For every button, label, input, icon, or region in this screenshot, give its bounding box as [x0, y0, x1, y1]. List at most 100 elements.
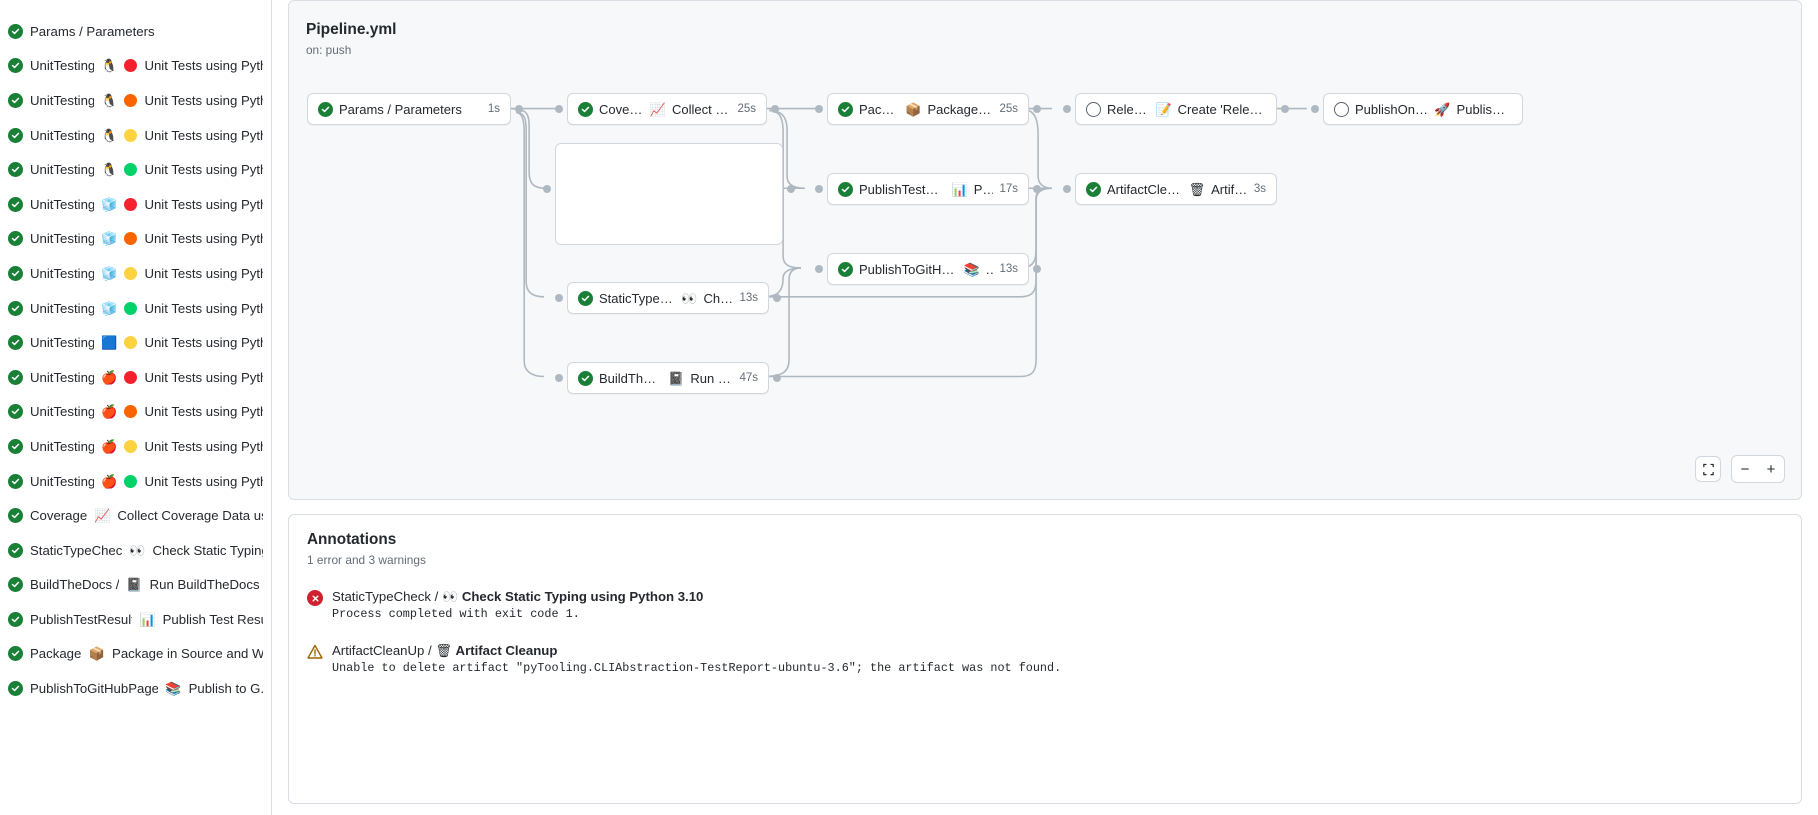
zoom-in-button[interactable]: +: [1766, 460, 1776, 478]
warning-icon: [307, 644, 323, 660]
sidebar-item-16[interactable]: BuildTheDocs /📓Run BuildTheDocs: [0, 568, 271, 603]
sidebar-item-step: Unit Tests using Pyth...: [144, 265, 263, 281]
status-success-icon: [8, 231, 23, 247]
sidebar-item-step: Check Static Typing...: [152, 542, 263, 558]
graph-node-artifact[interactable]: ArtifactCleanUp /🗑Artifac...3s: [1075, 173, 1277, 205]
apple-icon: 🍎: [101, 404, 118, 420]
sidebar-item-label: UnitTesting /: [30, 473, 95, 489]
sidebar-item-step: Unit Tests using Pyth...: [144, 369, 263, 385]
graph-node-step-name: Pu...: [973, 181, 994, 197]
workflow-graph-card: Pipeline.yml on: push: [288, 0, 1802, 500]
sidebar-item-step: Unit Tests using Pyth...: [144, 162, 263, 178]
node-emoji-icon: 📝: [1155, 101, 1172, 117]
graph-node-coverage[interactable]: Coverage /📈Collect Cove...25s: [567, 93, 767, 125]
graph-node-statictype[interactable]: StaticTypeCheck /👀Chec...13s: [567, 282, 769, 314]
sidebar-item-9[interactable]: UnitTesting /🟦Unit Tests using Pyth...: [0, 325, 271, 360]
sidebar-item-2[interactable]: UnitTesting /🐧Unit Tests using Pyth...: [0, 83, 271, 118]
annotation-job: StaticTypeCheck /: [332, 589, 439, 604]
annotations-title: Annotations: [307, 531, 397, 548]
sidebar-item-15[interactable]: StaticTypeCheck /👀Check Static Typing...: [0, 533, 271, 568]
sidebar-item-step: Unit Tests using Pyth...: [144, 300, 263, 316]
graph-node-release[interactable]: Release /📝Create 'Release P...: [1075, 93, 1277, 125]
node-input-pin: [815, 105, 823, 113]
sidebar-item-step: Unit Tests using Pyth...: [144, 127, 263, 143]
sidebar-item-step: Run BuildTheDocs: [149, 577, 260, 593]
node-output-pin: [1281, 105, 1289, 113]
status-success-icon: [8, 162, 23, 178]
sidebar-item-18[interactable]: Package /📦Package in Source and Wh...: [0, 637, 271, 672]
page-title: Pipeline.yml: [306, 21, 397, 38]
sidebar-item-13[interactable]: UnitTesting /🍎Unit Tests using Pyth...: [0, 464, 271, 499]
sidebar-item-5[interactable]: UnitTesting /🧊Unit Tests using Pyth...: [0, 187, 271, 222]
zoom-out-button[interactable]: −: [1740, 460, 1750, 478]
windows-icon: 🧊: [101, 231, 118, 247]
sidebar-item-label: UnitTesting /: [30, 369, 95, 385]
node-emoji-icon: 📚: [963, 261, 980, 277]
sidebar-item-step: Unit Tests using Pyth...: [144, 92, 263, 108]
annotation-emoji-icon: 🗑: [435, 643, 452, 658]
sidebar-item-4[interactable]: UnitTesting /🐧Unit Tests using Pyth...: [0, 152, 271, 187]
matrix-group-box[interactable]: [555, 143, 783, 245]
python-version-dot-icon: [124, 301, 138, 315]
annotation-row: StaticTypeCheck / 👀 Check Static Typing …: [307, 589, 1783, 621]
sidebar-item-label: UnitTesting /: [30, 438, 95, 454]
sidebar-item-label: Package /: [30, 646, 82, 662]
sidebar-item-10[interactable]: UnitTesting /🍎Unit Tests using Pyth...: [0, 360, 271, 395]
package-icon: 📦: [88, 646, 106, 662]
main-content: Pipeline.yml on: push: [272, 0, 1818, 815]
graph-node-step-name: ...: [985, 261, 994, 277]
graph-node-package[interactable]: Package /📦Package in So...25s: [827, 93, 1029, 125]
sidebar-item-label: UnitTesting /: [30, 196, 95, 212]
status-success-icon: [8, 611, 23, 627]
sidebar-item-label: UnitTesting /: [30, 162, 95, 178]
annotation-step: Artifact Cleanup: [455, 643, 558, 658]
annotation-heading: StaticTypeCheck / 👀 Check Static Typing …: [332, 589, 703, 604]
node-output-pin: [773, 294, 781, 302]
sidebar-item-11[interactable]: UnitTesting /🍎Unit Tests using Pyth...: [0, 395, 271, 430]
graph-node-publishpages[interactable]: PublishToGitHubPages /📚...13s: [827, 253, 1029, 285]
sidebar-item-17[interactable]: PublishTestResults /📊Publish Test Resu..…: [0, 602, 271, 637]
node-emoji-icon: 📦: [905, 101, 922, 117]
status-success-icon: [1086, 181, 1101, 197]
status-success-icon: [578, 290, 593, 306]
fullscreen-icon[interactable]: [1695, 456, 1721, 482]
zoom-buttons[interactable]: − +: [1731, 455, 1785, 483]
python-version-dot-icon: [124, 405, 138, 419]
sidebar-item-8[interactable]: UnitTesting /🧊Unit Tests using Pyth...: [0, 291, 271, 326]
graph-node-publishpypi[interactable]: PublishOnPyPI /🚀Publish to ...: [1323, 93, 1523, 125]
sidebar-item-14[interactable]: Coverage /📈Collect Coverage Data usi...: [0, 498, 271, 533]
penguin-icon: 🐧: [101, 58, 118, 74]
sidebar-item-1[interactable]: UnitTesting /🐧Unit Tests using Pyth...: [0, 49, 271, 84]
graph-node-buildthedocs[interactable]: BuildTheDocs /📓Run Buil...47s: [567, 362, 769, 394]
graph-node-job-name: Release /: [1107, 101, 1149, 117]
penguin-icon: 🐧: [101, 127, 118, 143]
graph-node-publishtest[interactable]: PublishTestResults /📊Pu...17s: [827, 173, 1029, 205]
sidebar-item-7[interactable]: UnitTesting /🧊Unit Tests using Pyth...: [0, 256, 271, 291]
graph-node-duration: 25s: [999, 103, 1018, 115]
sidebar-item-0[interactable]: Params / Parameters: [0, 14, 271, 49]
status-success-icon: [318, 101, 333, 117]
status-success-icon: [8, 508, 23, 524]
graph-node-job-name: Params / Parameters: [339, 101, 462, 117]
notebook-icon: 📓: [126, 577, 143, 593]
graph-node-step-name: Chec...: [703, 290, 734, 306]
sidebar-item-step: Unit Tests using Pyth...: [144, 404, 263, 420]
graph-node-job-name: BuildTheDocs /: [599, 370, 662, 386]
status-success-icon: [8, 300, 23, 316]
sidebar-item-label: UnitTesting /: [30, 300, 95, 316]
sidebar-item-3[interactable]: UnitTesting /🐧Unit Tests using Pyth...: [0, 118, 271, 153]
sidebar-item-step: Collect Coverage Data usi...: [117, 508, 263, 524]
sidebar-item-6[interactable]: UnitTesting /🧊Unit Tests using Pyth...: [0, 222, 271, 257]
status-success-icon: [8, 127, 23, 143]
sidebar-item-19[interactable]: PublishToGitHubPages /📚Publish to G...: [0, 671, 271, 706]
node-output-pin: [773, 374, 781, 382]
graph-zoom-controls[interactable]: − +: [1695, 455, 1785, 483]
sidebar-item-12[interactable]: UnitTesting /🍎Unit Tests using Pyth...: [0, 429, 271, 464]
graph-node-step-name: Publish to ...: [1456, 101, 1512, 117]
graph-edges: [508, 107, 1307, 378]
status-success-icon: [838, 261, 853, 277]
sidebar-item-label: PublishToGitHubPages /: [30, 681, 159, 697]
graph-node-duration: 25s: [737, 103, 756, 115]
